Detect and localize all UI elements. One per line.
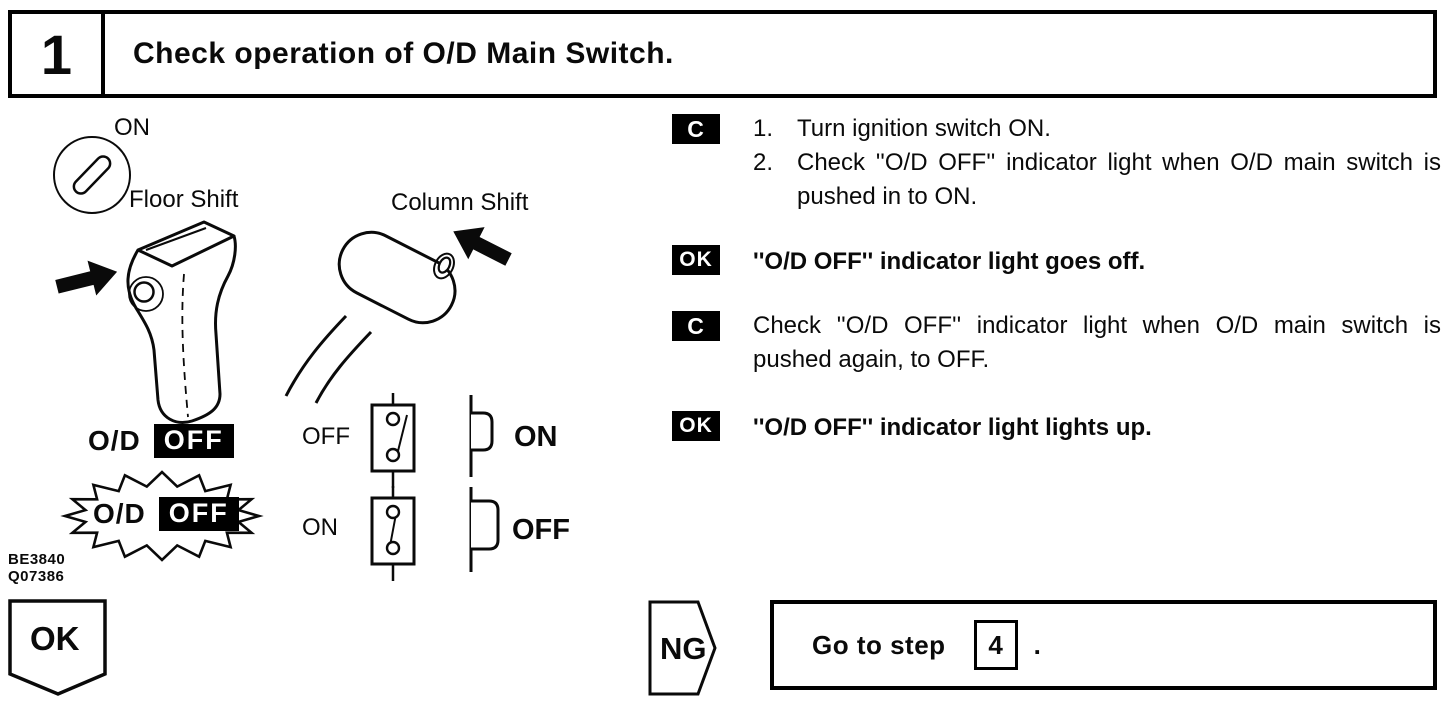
page-title: Check operation of O/D Main Switch. — [133, 37, 674, 70]
procedure-step-1: 1. Turn ignition switch ON. — [753, 112, 1441, 146]
button-pushed-out-symbol — [469, 487, 500, 572]
od-indicator-prefix: O/D — [88, 425, 141, 456]
od-indicator-badge: OFF — [158, 497, 239, 531]
ok-badge-1: OK — [672, 245, 720, 275]
step-item-text: Turn ignition switch ON. — [797, 115, 1051, 142]
step-item-text: Check ''O/D OFF'' indicator light when O… — [797, 149, 1441, 210]
switch-row1-button-label: ON — [514, 421, 558, 453]
switch-closed-symbol — [370, 486, 416, 581]
switch-row1-state-label: OFF — [302, 423, 350, 450]
ok-badge-2: OK — [672, 411, 720, 441]
ignition-key-icon — [53, 136, 131, 214]
button-pushed-in-symbol — [469, 395, 494, 477]
ok-banner-label: OK — [30, 620, 80, 657]
ng-label: NG — [660, 631, 707, 666]
step-number: 1 — [12, 14, 105, 94]
column-shift-lever-drawing — [284, 230, 457, 404]
goto-period: . — [1033, 629, 1041, 660]
goto-step-number: 4 — [973, 620, 1018, 670]
od-off-indicator-lit: O/D OFF — [93, 497, 239, 531]
od-indicator-badge: OFF — [153, 424, 234, 458]
column-shift-label: Column Shift — [391, 189, 529, 216]
check-text-2: Check ''O/D OFF'' indicator light when O… — [753, 312, 1441, 373]
floor-shift-lever-drawing — [126, 220, 237, 424]
figure-code: BE3840 Q07386 — [8, 551, 65, 585]
procedure-step-2: 2. Check ''O/D OFF'' indicator light whe… — [753, 146, 1441, 214]
ng-pointer-shape — [648, 600, 717, 696]
procedure-steps: 1. Turn ignition switch ON. 2. Check ''O… — [753, 112, 1441, 214]
switch-row2-state-label: ON — [302, 514, 338, 541]
figure-code-line2: Q07386 — [8, 568, 65, 585]
ignition-on-label: ON — [114, 114, 150, 141]
step-item-number: 2. — [753, 149, 774, 176]
od-off-indicator: O/D OFF — [88, 424, 234, 458]
check-badge-1: C — [672, 114, 720, 144]
step-item-number: 1. — [753, 115, 774, 142]
ok-result-text-1: ''O/D OFF'' indicator light goes off. — [753, 248, 1146, 275]
step-header: 1 Check operation of O/D Main Switch. — [8, 10, 1437, 98]
floor-shift-label: Floor Shift — [129, 186, 239, 213]
ok-banner-shape — [8, 599, 107, 696]
column-shift-arrow-icon — [453, 227, 512, 266]
switch-open-symbol — [370, 393, 416, 488]
check-badge-2: C — [672, 311, 720, 341]
figure-code-line1: BE3840 — [8, 551, 66, 568]
od-indicator-prefix: O/D — [93, 498, 146, 529]
ok-result-text-2: ''O/D OFF'' indicator light lights up. — [753, 414, 1152, 441]
floor-shift-arrow-icon — [55, 260, 118, 296]
ng-action-box: Go to step 4 . — [770, 600, 1437, 690]
goto-text: Go to step — [812, 629, 946, 660]
switch-row2-button-label: OFF — [512, 514, 570, 546]
